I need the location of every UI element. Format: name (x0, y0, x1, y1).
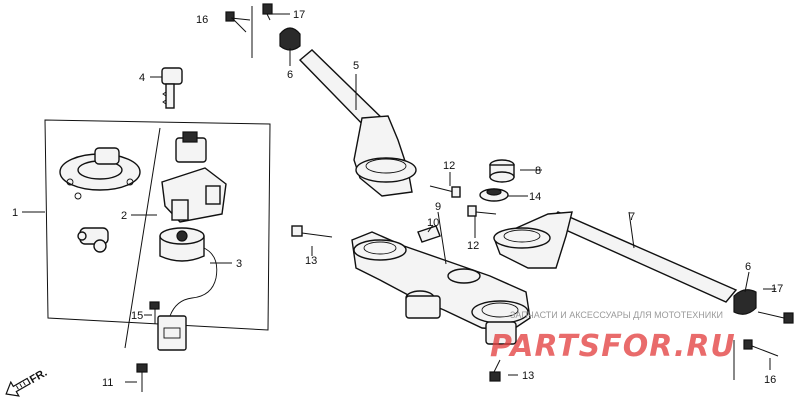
bolt-13-a (291, 225, 333, 238)
direction-label: FR. (28, 367, 49, 386)
bolt-13-b (489, 359, 501, 382)
label-part-11: 11 (102, 377, 113, 389)
bolt-16-top (225, 11, 247, 33)
label-part-13-b: 13 (522, 370, 534, 382)
label-part-14: 14 (529, 191, 541, 203)
ignition-switch (161, 131, 227, 223)
label-part-15: 15 (131, 310, 143, 322)
bolt-12-b (467, 205, 497, 217)
label-part-13-a: 13 (305, 255, 317, 267)
bracket-10 (417, 225, 441, 243)
label-part-6-right: 6 (745, 261, 751, 273)
front-direction-arrow-icon: FR. (5, 367, 49, 397)
bolt-17-top (262, 3, 273, 21)
bolt-11 (136, 363, 148, 392)
label-part-6-top: 6 (287, 69, 293, 81)
label-part-7: 7 (629, 211, 635, 223)
handlebar-right (493, 211, 738, 303)
label-part-9: 9 (435, 201, 441, 213)
bolt-12-a (429, 185, 461, 198)
label-part-5: 5 (353, 60, 359, 72)
handlebar-left (298, 49, 417, 197)
label-part-10: 10 (427, 217, 439, 229)
top-bridge (351, 231, 531, 345)
ignition-switch-wire (157, 227, 218, 351)
group-box-1 (44, 119, 271, 331)
bolt-16-right (743, 339, 779, 357)
label-part-17-top: 17 (293, 9, 305, 21)
watermark-logo: PARTSFOR.RU (490, 329, 736, 364)
label-part-16-right: 16 (764, 374, 776, 386)
cap-nut-8 (489, 159, 515, 183)
watermark-text: ЗАПЧАСТИ И АКСЕССУАРЫ ДЛЯ МОТОТЕХНИКИ (510, 310, 723, 320)
label-part-12-a: 12 (443, 160, 455, 172)
bolt-17-right (757, 311, 794, 324)
label-part-12-b: 12 (467, 240, 479, 252)
label-part-2: 2 (121, 210, 127, 222)
label-part-17-right: 17 (771, 283, 783, 295)
label-part-16-top: 16 (196, 14, 208, 26)
group-bracket-2 (124, 127, 161, 349)
label-part-8: 8 (535, 165, 541, 177)
fuel-cap-ring (59, 147, 141, 200)
bar-end-weight-right (733, 289, 757, 315)
bar-end-weight-top (279, 27, 301, 51)
leader-lines (22, 13, 776, 383)
bolt-15 (149, 301, 160, 324)
label-part-4: 4 (139, 72, 145, 84)
lock-cylinder (77, 227, 109, 253)
label-part-3: 3 (236, 258, 242, 270)
washer-14 (479, 188, 509, 202)
key-icon (161, 67, 183, 109)
label-part-1: 1 (12, 207, 18, 219)
